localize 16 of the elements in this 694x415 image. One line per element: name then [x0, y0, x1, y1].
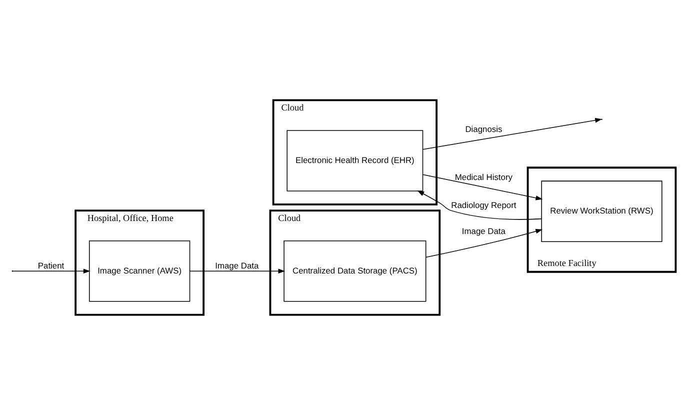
arrow — [422, 174, 543, 200]
arrow — [426, 229, 543, 258]
node-box: Image Scanner (AWS) — [88, 240, 190, 302]
node-box: Centralized Data Storage (PACS) — [284, 240, 426, 302]
edge-label: Image Data — [215, 260, 259, 271]
arrow — [417, 190, 542, 220]
edge-label: Radiology Report — [451, 200, 516, 210]
arrow — [422, 118, 602, 150]
edge-label: Image Data — [462, 226, 506, 236]
node-box: Electronic Health Record (EHR) — [286, 130, 424, 192]
edge-label: Diagnosis — [465, 124, 502, 134]
edge-label: Medical History — [454, 172, 512, 182]
node-box: Review WorkStation (RWS) — [541, 180, 662, 242]
edge-label: Patient — [38, 260, 64, 271]
arrow — [190, 268, 286, 274]
arrow — [12, 268, 90, 274]
